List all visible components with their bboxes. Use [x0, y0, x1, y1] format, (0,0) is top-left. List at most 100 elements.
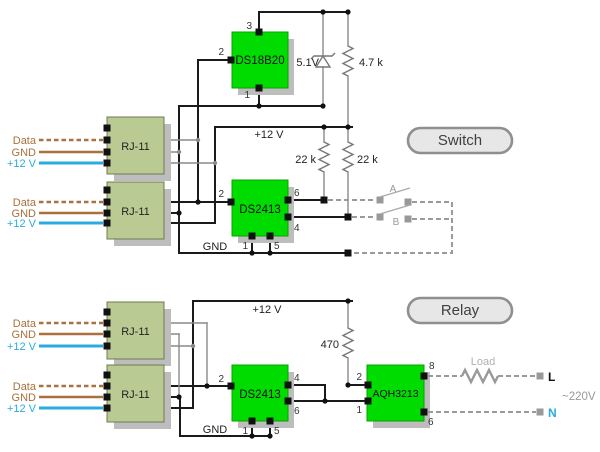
data-label-2: Data [13, 197, 37, 209]
pin-square [103, 219, 111, 227]
junction-dot [345, 382, 351, 388]
pin-square [266, 417, 274, 425]
pin-square [103, 330, 111, 338]
gnd-label-3: GND [12, 329, 37, 341]
resistor-22k-b-icon [341, 141, 355, 173]
junction-dot [267, 433, 273, 439]
zener-diode-icon [314, 54, 332, 68]
contact-square [404, 215, 412, 223]
data-label-4: Data [13, 381, 37, 393]
pin-square [284, 381, 292, 389]
12v-label-2: +12 V [7, 218, 37, 230]
pin-square [364, 397, 372, 405]
live-label: L [548, 370, 555, 384]
aqh3213-label: AQH3213 [372, 388, 418, 400]
junction-dot [204, 383, 210, 389]
pin-square [266, 232, 274, 240]
resistor-22k-a-value: 22 k [295, 154, 316, 166]
rj11-connector-3: RJ-11 Data GND +12 V [7, 301, 171, 366]
ds2413-switch-label: DS2413 [239, 204, 281, 216]
ds2413-relay-pin6-label: 6 [294, 406, 300, 417]
12v-label-1: +12 V [7, 158, 37, 170]
ds2413-relay-pin5-label: 5 [274, 426, 280, 437]
pin-square [103, 404, 111, 412]
ds2413-switch: DS2413 2 6 4 1 5 [218, 179, 300, 252]
pin-square [103, 209, 111, 217]
contact-square [376, 196, 384, 204]
contact-square [536, 372, 544, 380]
rj11-1-body [106, 116, 165, 175]
contact-square [404, 198, 412, 206]
contact-square [376, 213, 384, 221]
ds2413-switch-pin6-label: 6 [294, 188, 300, 199]
wire-12v-bus-relay [163, 300, 353, 409]
rj11-2-body [106, 181, 165, 240]
junction-dot-grey [190, 343, 196, 349]
switch-circuit: 5.1V 4.7 k 22 k 22 k +12 V GND DS18B20 3… [7, 9, 514, 257]
dashed-wire-return [352, 201, 453, 254]
pin-square [103, 148, 111, 156]
pin-square [227, 56, 235, 64]
bus-gnd-label-switch: GND [203, 241, 228, 253]
ds18b20-pin3-label: 3 [246, 21, 252, 32]
pin-square [103, 342, 111, 350]
junction-dot [195, 199, 201, 205]
data-label-3: Data [13, 318, 37, 330]
pin-square [284, 196, 292, 204]
switch-contact-b: B [376, 204, 412, 228]
ds2413-switch-pin5-label: 5 [274, 241, 280, 252]
ds18b20-sensor: DS18B20 3 2 1 [218, 21, 294, 101]
ds2413-switch-chip [231, 179, 289, 237]
junction-dot [256, 103, 262, 109]
zener-cathode-bar [310, 52, 336, 60]
junction-dot [322, 398, 328, 404]
pin-square [103, 308, 111, 316]
resistor-47k-icon [341, 45, 355, 77]
gnd-label-2: GND [12, 208, 37, 220]
contact-a-label: A [390, 184, 397, 195]
wire-gnd-bus-relay [163, 396, 271, 437]
aqh3213-pin2-label: 2 [356, 372, 362, 383]
resistor-22k-b-value: 22 k [357, 154, 378, 166]
junction-dot [320, 103, 326, 109]
wire-gnd-bus-switch [178, 105, 349, 254]
pin-square [364, 381, 372, 389]
bus-gnd-label-relay: GND [203, 424, 228, 436]
resistor-22k-a-icon [317, 141, 331, 173]
ds2413-switch-pin4-label: 4 [294, 223, 300, 234]
switch-lever-b [379, 204, 411, 215]
wire-ds18b20-data [197, 59, 229, 203]
wire-ds18b20-vdd [258, 11, 349, 30]
junction-dot [320, 9, 326, 15]
gnd-label-1: GND [12, 147, 37, 159]
rj11-3-label: RJ-11 [121, 326, 150, 338]
bus-12v-label-relay: +12 V [252, 304, 282, 316]
ds18b20-label: DS18B20 [235, 55, 284, 67]
pin-square [103, 382, 111, 390]
pin-square [103, 159, 111, 167]
junction-dot [176, 210, 182, 216]
rj11-connector-4: RJ-11 Data GND +12 V [7, 364, 171, 429]
switch-lever-a [379, 187, 411, 198]
pin-square [227, 198, 235, 206]
rj11-4-label: RJ-11 [121, 389, 150, 401]
ds2413-relay: DS2413 2 4 6 1 5 [218, 364, 300, 437]
contact-b-label: B [393, 217, 400, 228]
junction-dot-grey [212, 160, 218, 166]
junction-dot-grey [195, 137, 201, 143]
rj11-3-body [106, 301, 165, 360]
relay-badge: Relay [406, 296, 514, 325]
aqh3213-pin1-label: 1 [356, 405, 362, 416]
resistor-470-icon [341, 327, 355, 359]
relay-circuit: 470 +12 V GND RJ-11 Data GND +12 V RJ-11 [7, 296, 596, 439]
bus-12v-label-switch: +12 V [254, 129, 284, 141]
pin-square [227, 382, 235, 390]
aqh3213-pin6-label: 6 [428, 417, 434, 428]
rj11-1-label: RJ-11 [121, 141, 150, 153]
rj11-2-label: RJ-11 [121, 206, 150, 218]
pin-square [284, 397, 292, 405]
switch-badge-pill [406, 126, 514, 155]
ds2413-relay-chip [231, 364, 289, 422]
